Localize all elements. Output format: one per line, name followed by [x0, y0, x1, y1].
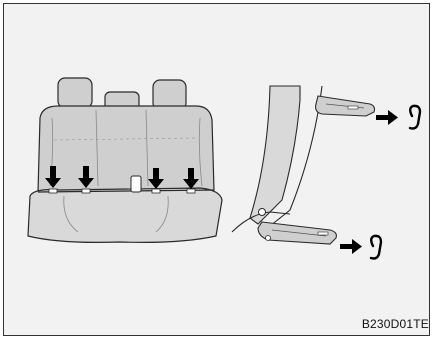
right-arrow-icon [340, 239, 362, 254]
seat-belt-buckle [131, 176, 141, 192]
seat-bracket-side-view [232, 86, 420, 259]
seat-cushion [28, 188, 222, 242]
latch-clip-4 [187, 189, 195, 193]
latch-clip-1 [49, 189, 57, 193]
pivot-bolt [259, 209, 266, 216]
hook-icon [410, 106, 420, 129]
latch-clip-2 [82, 189, 90, 193]
rear-seat-front-view [28, 78, 222, 242]
hook-icon [371, 236, 381, 259]
right-arrow-icon [376, 110, 398, 125]
latch-clip-3 [152, 189, 160, 193]
figure-code: B230D01TE [362, 317, 429, 331]
headrest-left [58, 78, 92, 108]
